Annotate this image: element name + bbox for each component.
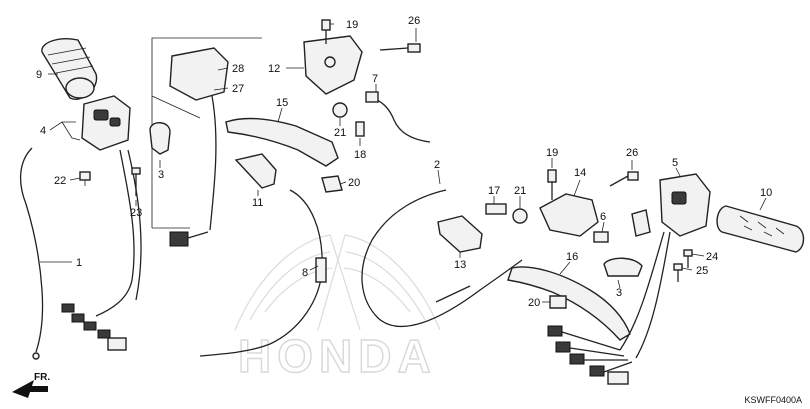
cap-20-left-part: [321, 175, 343, 193]
callout-28: 28: [232, 63, 244, 75]
callout-16: 16: [566, 251, 578, 263]
honda-watermark-text: HONDA: [238, 330, 437, 382]
clamp-left-part: [149, 122, 171, 155]
callout-15: 15: [276, 97, 288, 109]
callout-11: 11: [252, 197, 263, 209]
callout-20-left: 20: [348, 177, 360, 189]
clutch-lever-part: [225, 117, 339, 167]
left-switch-part: [81, 95, 131, 151]
callout-19-top: 19: [346, 19, 358, 31]
callout-3-left: 3: [158, 169, 164, 181]
throttle-grip-part: [716, 205, 805, 253]
right-switch-harness-part: [547, 231, 671, 385]
screw-22-part: [79, 171, 91, 186]
callout-1: 1: [76, 257, 82, 269]
throttle-cable-end-part: [435, 285, 471, 303]
callout-12: 12: [268, 63, 280, 75]
callout-18: 18: [354, 149, 366, 161]
callout-14: 14: [574, 167, 586, 179]
callout-leader-lines: [40, 23, 767, 303]
clamp-right-part: [603, 257, 643, 277]
stop-switch-6-part: [593, 231, 609, 243]
switch-wire-7-part: [371, 97, 431, 143]
callout-10: 10: [760, 187, 772, 199]
collar-21-right-part: [512, 208, 528, 224]
callout-21-right: 21: [514, 185, 526, 197]
callout-9: 9: [36, 69, 42, 81]
bolt-18-part: [355, 121, 365, 137]
bolt-19-top-part: [321, 19, 331, 44]
cover-13-part: [437, 215, 483, 253]
callout-27: 27: [232, 83, 244, 95]
cable-boot-8-part: [315, 257, 327, 283]
callout-7: 7: [372, 73, 378, 85]
left-switch-assembly-frame: [151, 37, 262, 229]
lever-bracket-part: [303, 35, 363, 95]
screw-23-part: [131, 167, 141, 196]
callout-26-top: 26: [408, 15, 420, 27]
lever-cover-11-part: [234, 153, 277, 189]
switch-7-body-part: [365, 91, 379, 103]
bolt-17-part: [485, 203, 507, 215]
bolt-26-top-part: [379, 43, 421, 53]
drawing-code: KSWFF0400A: [744, 395, 802, 405]
bolt-26-right-part: [609, 171, 639, 187]
throttle-cable-part: [361, 189, 523, 327]
clutch-cable-part: [199, 189, 323, 357]
callout-6: 6: [600, 211, 606, 223]
left-switch-harness-part: [61, 149, 142, 351]
honda-wing-watermark: HONDA: [234, 234, 441, 383]
front-marker-label: FR.: [34, 372, 51, 383]
callout-2: 2: [434, 159, 440, 171]
callout-4: 4: [40, 125, 46, 137]
choke-cable-end-part: [32, 352, 40, 360]
right-switch-part: [631, 173, 711, 237]
front-direction-arrow-icon: [12, 380, 48, 398]
callout-21-left: 21: [334, 127, 346, 139]
callout-24: 24: [706, 251, 718, 263]
bolt-19-right-part: [547, 169, 557, 200]
bracket-14-part: [539, 193, 599, 237]
screw-25-part: [673, 263, 683, 282]
screw-24-part: [683, 249, 693, 268]
callout-22: 22: [54, 175, 66, 187]
switch-housing-part: [169, 47, 229, 247]
callout-8: 8: [302, 267, 308, 279]
left-grip-part: [41, 38, 98, 100]
cap-20-right-part: [549, 295, 567, 309]
callout-19-right: 19: [546, 147, 558, 159]
callout-26-right: 26: [626, 147, 638, 159]
callout-labels: 1 2 3 3 4 5 6 7 8 9 10 11 12 13 14 15 16…: [36, 15, 772, 309]
callout-5: 5: [672, 157, 678, 169]
brake-lever-part: [507, 266, 631, 341]
collar-21-part: [332, 102, 348, 118]
callout-20-right: 20: [528, 297, 540, 309]
callout-23: 23: [130, 207, 142, 219]
callout-25: 25: [696, 265, 708, 277]
callout-17: 17: [488, 185, 500, 197]
callout-3-right: 3: [616, 287, 622, 299]
choke-cable-part: [20, 147, 44, 353]
callout-13: 13: [454, 259, 466, 271]
